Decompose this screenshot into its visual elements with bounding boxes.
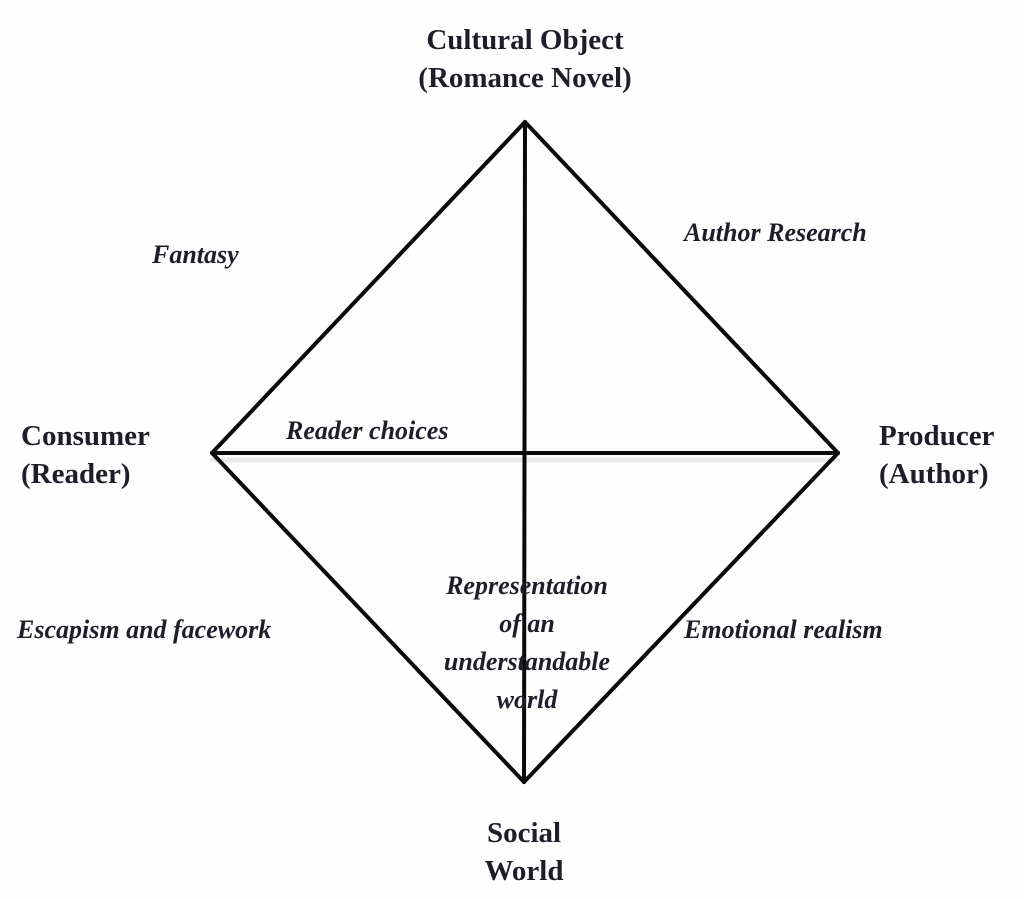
edge-label-emotional-realism: Emotional realism — [684, 615, 883, 644]
edge-label-author-research: Author Research — [684, 218, 867, 247]
edge-object-producer — [523, 120, 840, 455]
edge-label-representation-of-an-understandable-world: Representation of an understandable worl… — [443, 571, 611, 714]
node-social-world: Social World — [484, 817, 564, 887]
edge-object-consumer — [210, 120, 527, 455]
edge-label-reader-choices: Reader choices — [286, 416, 449, 445]
edge-producer-social — [522, 451, 840, 784]
node-producer-author: Producer (Author) — [879, 420, 995, 490]
node-cultural-object: Cultural Object (Romance Novel) — [418, 24, 632, 94]
edge-label-escapism-and-facework: Escapism and facework — [17, 615, 272, 644]
edge-consumer-social — [210, 451, 526, 784]
edge-label-fantasy: Fantasy — [152, 240, 239, 269]
node-consumer-reader: Consumer (Reader) — [21, 420, 150, 490]
